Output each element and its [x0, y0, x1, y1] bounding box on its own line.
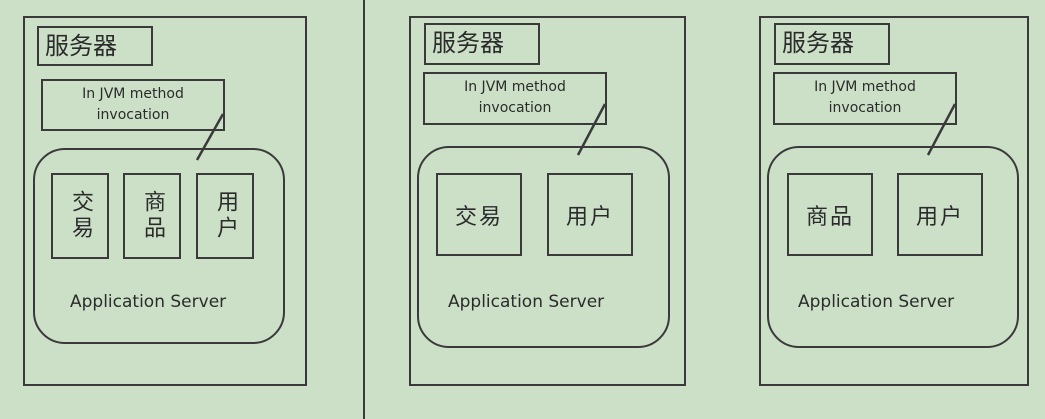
module-user-1: 用户 — [196, 173, 254, 259]
module-user-2: 用户 — [547, 173, 633, 256]
application-server-1 — [33, 148, 285, 344]
module-user-3: 用户 — [897, 173, 983, 256]
server-title-2: 服务器 — [424, 23, 540, 65]
application-server-2 — [417, 146, 670, 348]
note-line-2: invocation — [478, 100, 552, 116]
application-server-3 — [767, 146, 1019, 348]
note-line-1: In JVM method — [82, 86, 184, 102]
server-label-2: Application Server — [448, 292, 605, 312]
module-product-3: 商品 — [787, 173, 873, 256]
server-label-3: Application Server — [798, 292, 955, 312]
connector-line-1 — [195, 113, 225, 161]
server-title-3: 服务器 — [774, 23, 890, 65]
module-product-1: 商品 — [123, 173, 181, 259]
note-line-1: In JVM method — [814, 79, 916, 95]
note-line-2: invocation — [828, 100, 902, 116]
jvm-invocation-note-2: In JVM method invocation — [423, 72, 607, 125]
server-title-1: 服务器 — [37, 26, 153, 66]
note-line-2: invocation — [96, 107, 170, 123]
server-label-1: Application Server — [70, 292, 227, 312]
server-panel-3 — [759, 16, 1029, 386]
module-trade-1: 交易 — [51, 173, 109, 259]
jvm-invocation-note-3: In JVM method invocation — [773, 72, 957, 125]
server-panel-1 — [23, 16, 307, 386]
note-line-1: In JVM method — [464, 79, 566, 95]
server-panel-2 — [409, 16, 686, 386]
jvm-invocation-note-1: In JVM method invocation — [41, 79, 225, 131]
module-trade-2: 交易 — [436, 173, 522, 256]
